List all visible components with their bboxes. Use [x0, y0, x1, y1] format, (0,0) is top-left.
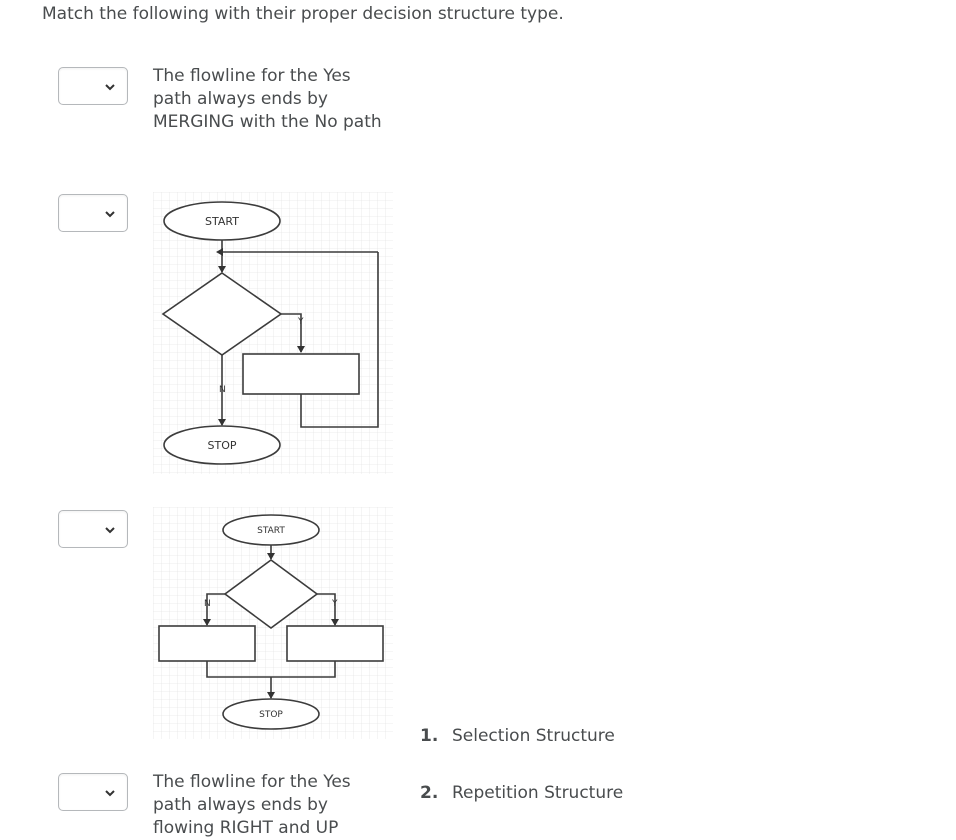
- chevron-down-icon: [105, 84, 115, 91]
- repetition-flowchart-image: START Y N STOP: [153, 192, 393, 474]
- stop-label: STOP: [259, 710, 283, 720]
- stop-terminal: [222, 698, 320, 730]
- prompt-text-1: The flowline for the Yes path always end…: [153, 66, 382, 132]
- choice-item-2: 2. Repetition Structure: [420, 783, 623, 803]
- stop-terminal: [163, 425, 281, 465]
- start-label: START: [205, 215, 239, 228]
- prompt-text-4: The flowline for the Yes path always end…: [153, 772, 351, 838]
- yes-label: Y: [297, 317, 304, 327]
- chevron-down-icon: [105, 527, 115, 534]
- answer-select-3[interactable]: [58, 510, 128, 548]
- yes-process-box: [286, 625, 384, 662]
- choice-label: Repetition Structure: [452, 783, 624, 803]
- choice-number: 2.: [420, 783, 439, 803]
- answer-select-1[interactable]: [58, 67, 128, 105]
- yes-label: Y: [331, 599, 338, 609]
- start-label: START: [257, 526, 285, 536]
- choice-label: Selection Structure: [452, 726, 615, 746]
- no-label: N: [204, 599, 211, 609]
- chevron-down-icon: [105, 790, 115, 797]
- question-instruction: Match the following with their proper de…: [42, 4, 564, 24]
- chevron-down-icon: [105, 211, 115, 218]
- selection-flowchart-image: START N Y STOP: [153, 507, 393, 739]
- decision-diamond: [223, 559, 319, 629]
- process-box: [242, 353, 360, 395]
- answer-select-2[interactable]: [58, 194, 128, 232]
- stop-label: STOP: [208, 439, 237, 452]
- choice-item-1: 1. Selection Structure: [420, 726, 615, 746]
- no-label: N: [219, 385, 226, 395]
- no-process-box: [158, 625, 256, 662]
- choice-number: 1.: [420, 726, 439, 746]
- answer-select-4[interactable]: [58, 773, 128, 811]
